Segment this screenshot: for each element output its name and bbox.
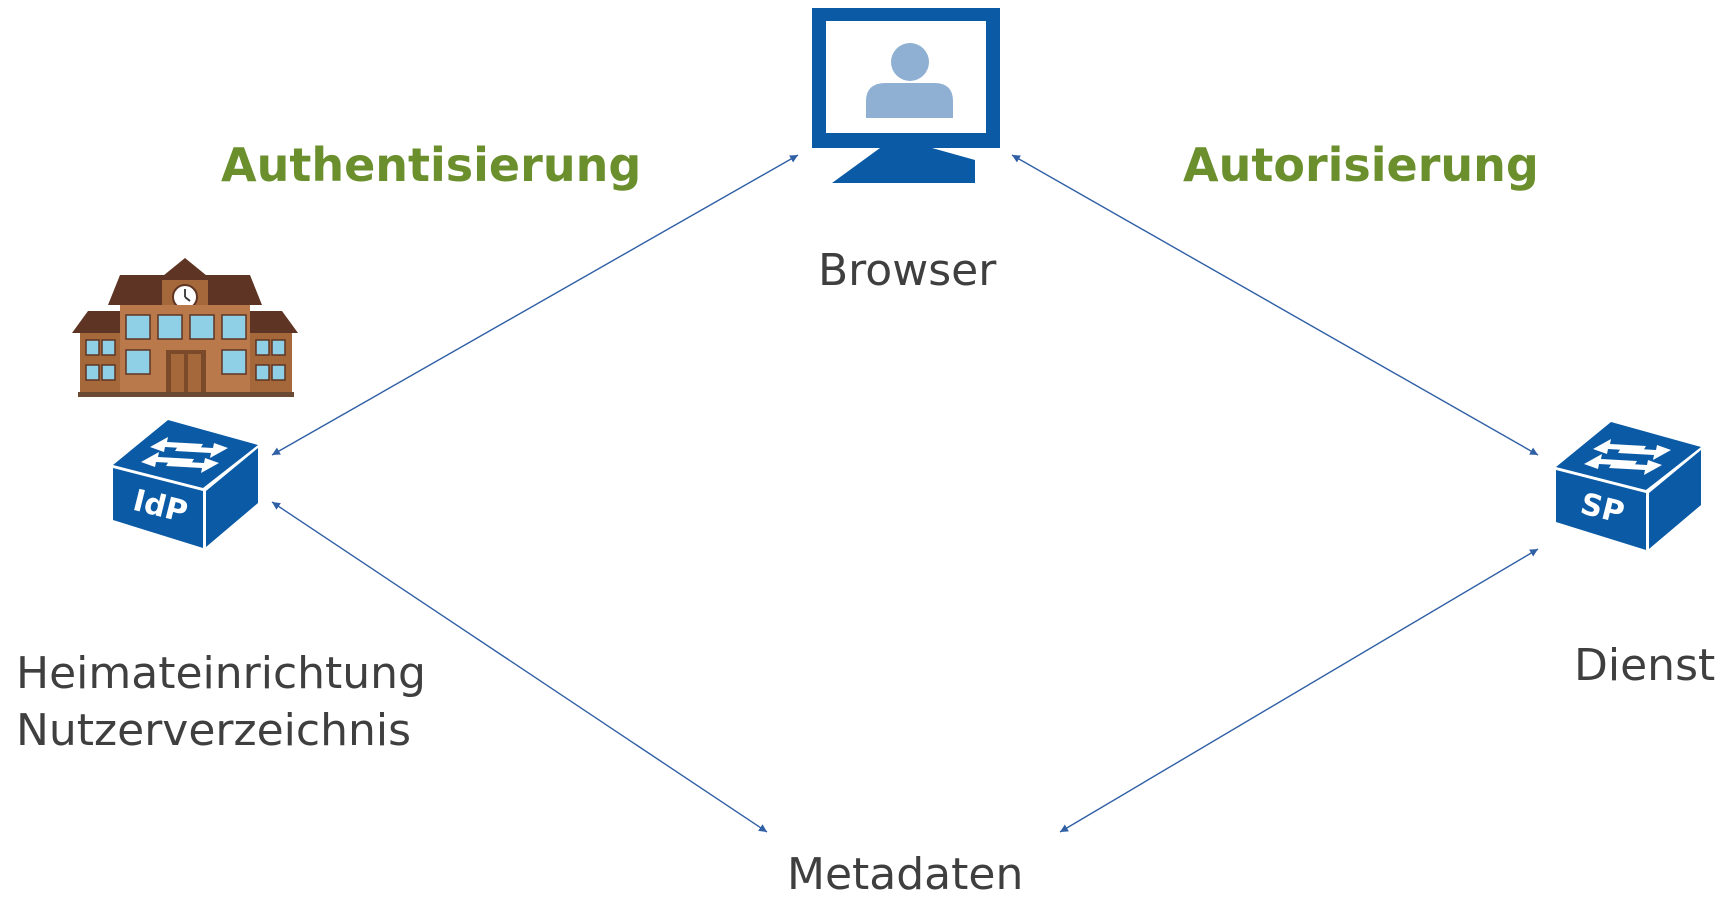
arrow-idp-metadata (271, 501, 768, 833)
arrow-idp-browser (271, 154, 799, 456)
arrow-sp-metadata (1059, 548, 1539, 833)
metadata-label: Metadaten (787, 849, 1024, 900)
arrow-browser-sp (1011, 154, 1539, 456)
idp-label-line1: Heimateinrichtung (16, 648, 426, 699)
authentication-heading: Authentisierung (221, 138, 642, 192)
sp-switch-icon: SP (1556, 422, 1701, 550)
browser-label: Browser (818, 245, 997, 296)
school-building-icon (72, 258, 298, 397)
connection-arrows (271, 154, 1539, 833)
monitor-with-user-icon (812, 8, 1000, 183)
idp-label-line2: Nutzerverzeichnis (16, 705, 412, 756)
authorization-heading: Autorisierung (1183, 138, 1539, 192)
sp-label: Dienst (1574, 640, 1716, 691)
idp-switch-icon: IdP (113, 420, 258, 548)
